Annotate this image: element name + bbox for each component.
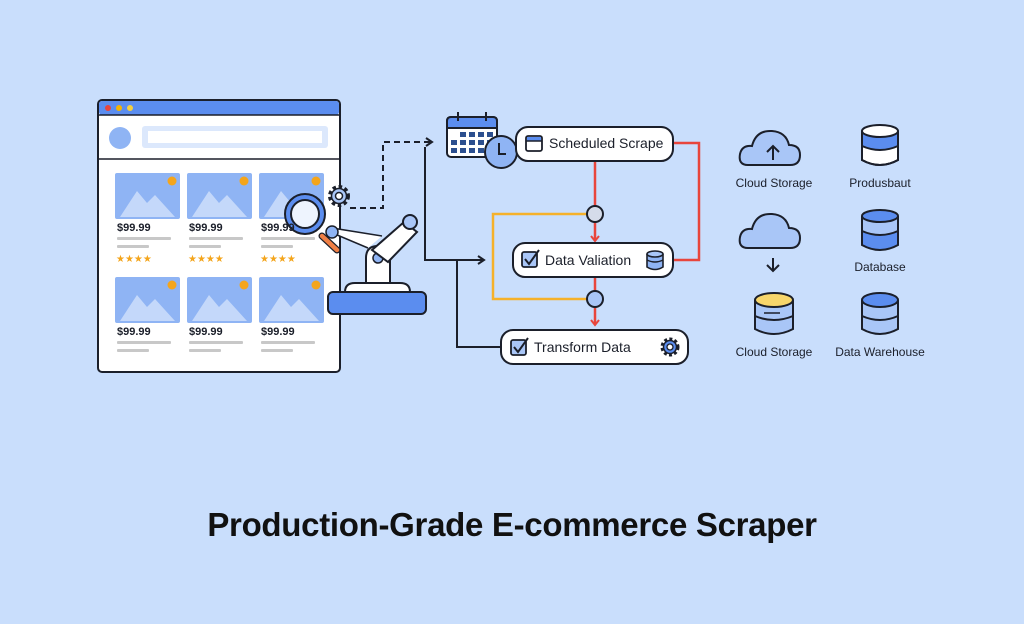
cloud-download-icon [738,212,802,273]
avatar-placeholder [109,127,131,149]
node-transform-data-label[interactable]: Transform Data [534,339,631,355]
text-placeholder-line [117,245,149,248]
flow-orange-loop [491,212,587,301]
flow-line-main [424,147,486,265]
sun-icon [239,280,249,290]
product-price: $99.99 [261,222,295,234]
database-icon [861,209,899,251]
product-image[interactable] [115,173,180,219]
text-placeholder-line [189,245,221,248]
calendar-day [451,148,457,153]
text-placeholder-line [261,349,293,352]
minimize-dot [116,105,122,111]
sun-icon [239,176,249,186]
database-icon [861,292,899,335]
storage-label-cloud-storage-1: Cloud Storage [735,176,813,190]
maximize-dot [127,105,133,111]
text-placeholder-line [117,349,149,352]
storage-label-data-warehouse: Data Warehouse [835,345,925,359]
product-price: $99.99 [189,222,223,234]
product-price: $99.99 [117,222,151,234]
storage-label-produsbaut: Produsbaut [849,176,911,190]
page-title: Production-Grade E-commerce Scraper [207,506,817,543]
node-transform-data-box [500,329,689,365]
product-price: $99.99 [189,326,223,338]
node-scheduled-scrape-box [515,126,674,162]
product-image[interactable] [259,277,324,323]
text-placeholder-line [189,341,243,344]
robot-arm-icon [327,214,427,315]
calendar-day [478,132,484,137]
text-placeholder-line [261,341,315,344]
database-icon [861,124,899,166]
text-placeholder-line [117,237,171,240]
close-dot [105,105,111,111]
storage-label-database: Database [854,260,906,274]
text-placeholder-line [117,341,171,344]
node-data-validation-box [512,242,674,278]
product-image[interactable] [187,173,252,219]
checkbox-icon [510,337,529,356]
product-rating: ★★★★ [116,254,152,265]
clock-icon [484,135,518,169]
calendar-day [460,148,466,153]
sun-icon [311,280,321,290]
product-image[interactable] [115,277,180,323]
calendar-day [487,132,493,137]
text-placeholder-line [261,245,293,248]
calendar-small-icon [525,135,543,152]
calendar-day [469,140,475,145]
product-price: $99.99 [117,326,151,338]
text-placeholder-line [189,349,221,352]
calendar-day [451,140,457,145]
junction-1 [586,205,604,223]
gear-icon [328,185,350,207]
text-placeholder-line [261,237,315,240]
product-price: $99.99 [261,326,295,338]
dashed-connector [350,137,434,209]
sun-icon [167,280,177,290]
flow-line-transform [456,260,500,348]
product-rating: ★★★★ [188,254,224,265]
calendar-day [460,132,466,137]
node-data-validation-label[interactable]: Data Valiation [545,252,632,268]
calendar-day [469,148,475,153]
text-placeholder-line [189,237,243,240]
gear-icon [660,337,680,357]
calendar-day [478,140,484,145]
calendar-day [460,140,466,145]
calendar-day [469,132,475,137]
browser-titlebar [99,101,339,115]
storage-cylinder-icon [754,292,794,335]
magnifier-icon [284,193,341,254]
sun-icon [311,176,321,186]
cloud-upload-icon [738,129,802,166]
calendar-day [478,148,484,153]
product-image[interactable] [187,277,252,323]
flow-red-loop [673,141,701,262]
sun-icon [167,176,177,186]
database-icon [646,250,664,271]
storage-label-cloud-storage-2: Cloud Storage [735,345,813,359]
junction-2 [586,290,604,308]
calendar-icon [446,112,498,158]
node-scheduled-scrape-label[interactable]: Scheduled Scrape [549,135,664,151]
product-rating: ★★★★ [260,254,296,265]
checkbox-icon [521,249,540,268]
